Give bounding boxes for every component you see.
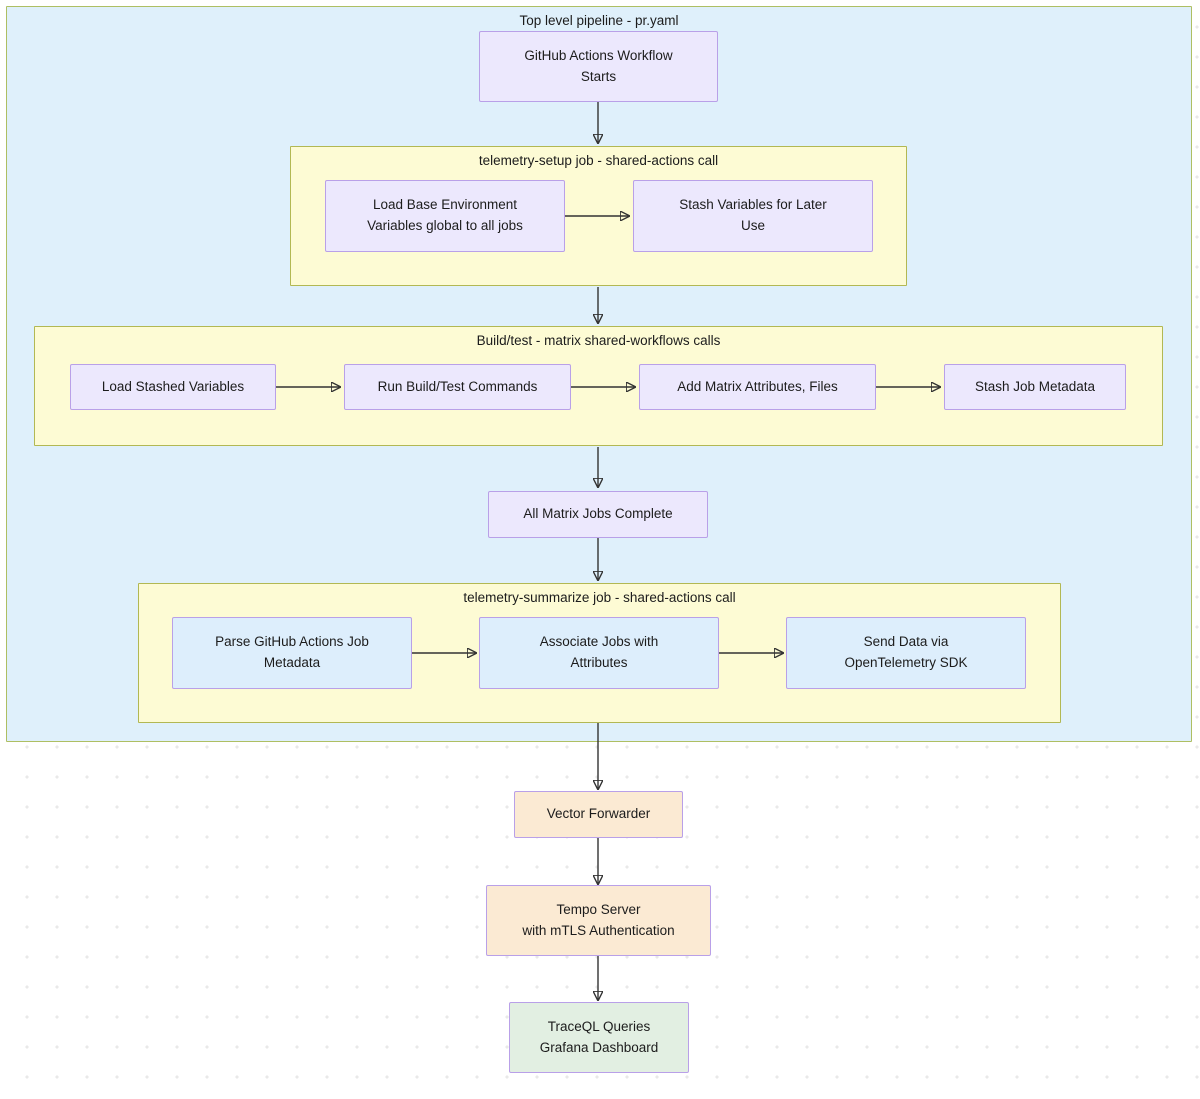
node-all-matrix-jobs-complete[interactable]: All Matrix Jobs Complete — [488, 491, 708, 538]
node-stash-variables-for-later-use[interactable]: Stash Variables for Later Use — [633, 180, 873, 252]
node-text-line1: Add Matrix Attributes, Files — [677, 378, 838, 394]
node-traceql-queries-grafana-dashboard[interactable]: TraceQL Queries Grafana Dashboard — [509, 1002, 689, 1073]
node-add-matrix-attributes-files[interactable]: Add Matrix Attributes, Files — [639, 364, 876, 410]
node-text-line2: Metadata — [263, 655, 321, 670]
node-load-base-environment-variables[interactable]: Load Base Environment Variables global t… — [325, 180, 565, 252]
node-text-line1: Parse GitHub Actions Job — [215, 634, 369, 650]
node-text-line1: Load Base Environment — [372, 197, 518, 213]
node-send-data-via-opentelemetry-sdk[interactable]: Send Data via OpenTelemetry SDK — [786, 617, 1026, 689]
node-text-line2: Use — [740, 218, 765, 233]
node-text-line1: Send Data via — [863, 634, 949, 650]
node-text-line2: Starts — [580, 68, 617, 84]
node-tempo-server[interactable]: Tempo Server with mTLS Authentication — [486, 885, 711, 956]
node-text-line1: Run Build/Test Commands — [377, 378, 538, 394]
node-text-line1: Associate Jobs with — [539, 634, 659, 650]
node-text-line2: Attributes — [570, 655, 628, 670]
node-text-line1: Load Stashed Variables — [101, 378, 245, 394]
node-text-line2: Grafana Dashboard — [539, 1039, 659, 1055]
node-vector-forwarder[interactable]: Vector Forwarder — [514, 791, 683, 838]
group-label-build-test: Build/test - matrix shared-workflows cal… — [476, 333, 721, 348]
node-text-line2: with mTLS Authentication — [522, 922, 675, 938]
node-load-stashed-variables[interactable]: Load Stashed Variables — [70, 364, 276, 410]
node-text-line2: OpenTelemetry SDK — [844, 655, 968, 670]
node-text-line1: TraceQL Queries — [547, 1018, 651, 1034]
node-text-line1: GitHub Actions Workflow — [524, 47, 673, 63]
node-text-line1: Tempo Server — [556, 901, 641, 917]
node-text-line1: Stash Variables for Later — [679, 197, 827, 213]
node-parse-github-actions-job-metadata[interactable]: Parse GitHub Actions Job Metadata — [172, 617, 412, 689]
node-text-line1: Stash Job Metadata — [974, 378, 1096, 394]
node-run-build-test-commands[interactable]: Run Build/Test Commands — [344, 364, 571, 410]
node-stash-job-metadata[interactable]: Stash Job Metadata — [944, 364, 1126, 410]
group-label-top-level-pipeline: Top level pipeline - pr.yaml — [519, 13, 679, 28]
node-text-line1: Vector Forwarder — [546, 806, 651, 822]
node-associate-jobs-with-attributes[interactable]: Associate Jobs with Attributes — [479, 617, 719, 689]
group-label-telemetry-setup: telemetry-setup job - shared-actions cal… — [478, 153, 719, 168]
node-text-line2: Variables global to all jobs — [367, 218, 523, 233]
node-text-line1: All Matrix Jobs Complete — [523, 506, 673, 522]
node-github-actions-workflow-starts[interactable]: GitHub Actions Workflow Starts — [479, 31, 718, 102]
group-label-telemetry-summarize: telemetry-summarize job - shared-actions… — [463, 590, 736, 605]
